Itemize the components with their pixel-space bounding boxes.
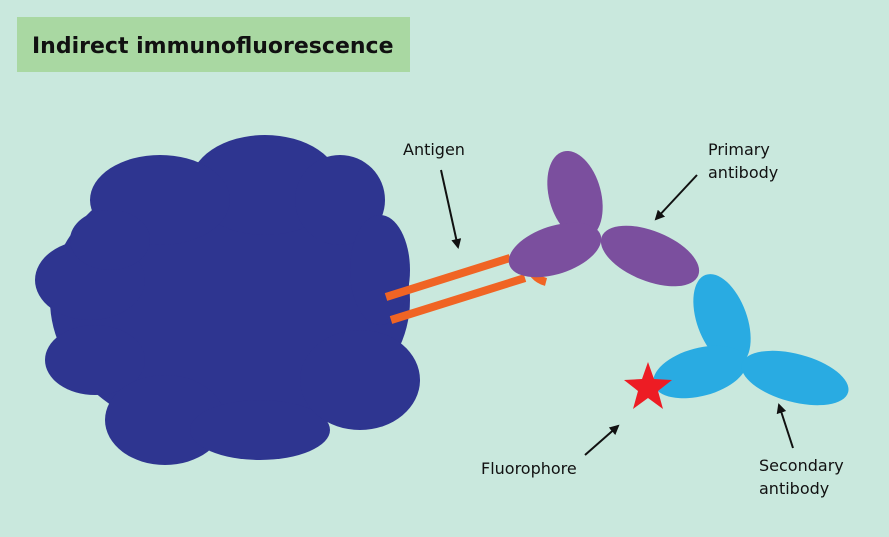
fluorophore-star (624, 362, 672, 409)
arrows (440, 169, 794, 456)
antigen-label: Antigen (403, 140, 465, 159)
antigen-arrow (440, 169, 462, 249)
fluorophore-label: Fluorophore (481, 459, 577, 478)
primary-label-line1: Primary (708, 140, 770, 159)
title: Indirect immunofluorescence (32, 34, 394, 59)
secondary-label-line1: Secondary (759, 456, 844, 475)
fluorophore-arrow (584, 424, 620, 456)
secondary-arrow (776, 403, 794, 449)
secondary-label-line2: antibody (759, 479, 829, 498)
secondary-antibody (653, 274, 849, 406)
primary-arrow (654, 174, 698, 221)
title-box: Indirect immunofluorescence (17, 17, 410, 72)
primary-label-line2: antibody (708, 163, 778, 182)
primary-antibody (508, 151, 700, 287)
cell-blob (35, 135, 420, 465)
